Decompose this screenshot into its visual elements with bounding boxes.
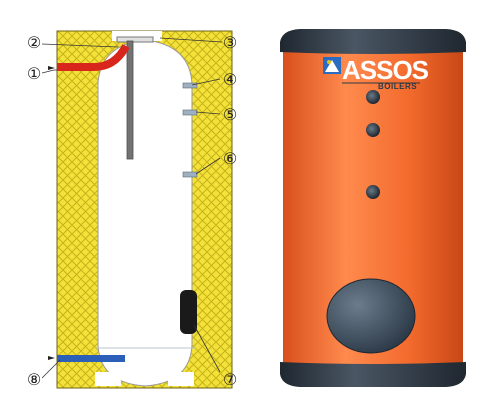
top-opening [112, 31, 162, 41]
nozzle-lower [366, 185, 380, 199]
bottom-cap [280, 362, 466, 387]
callout-5: ⑤ [223, 105, 237, 124]
brand-name: ASSOS [342, 55, 429, 85]
brand-logo: ASSOS BOILERS [323, 55, 430, 91]
product-photo: ASSOS BOILERS [280, 29, 466, 387]
hot-outlet-arrow [48, 66, 55, 70]
top-flange [116, 36, 154, 43]
cold-water-pipe [57, 355, 125, 362]
foot-right [168, 372, 194, 386]
top-cap [280, 29, 466, 54]
sensor-sleeve-4 [182, 82, 198, 89]
nozzle-middle [366, 123, 380, 137]
callout-3: ③ [223, 33, 237, 52]
foot-left [95, 372, 121, 386]
hot-water-pipe [57, 44, 130, 71]
brand-subtitle: BOILERS [378, 82, 417, 91]
callout-7: ⑦ [223, 370, 237, 389]
cross-section: ② ③ ① ④ ⑤ ⑥ ⑦ ⑧ [27, 30, 237, 389]
cold-inlet-arrow [48, 356, 55, 360]
callout-4: ④ [223, 70, 237, 89]
callout-1: ① [27, 64, 41, 83]
callout-6: ⑥ [223, 149, 237, 168]
sensor-sleeve-6 [182, 171, 198, 178]
callout-2: ② [27, 33, 41, 52]
inner-tank [97, 39, 193, 387]
anode-rod [126, 40, 134, 160]
side-flange [180, 290, 197, 334]
inspection-flange [327, 279, 415, 353]
nozzle-upper [366, 90, 380, 104]
callout-8: ⑧ [27, 370, 41, 389]
sensor-sleeve-5 [182, 109, 198, 116]
